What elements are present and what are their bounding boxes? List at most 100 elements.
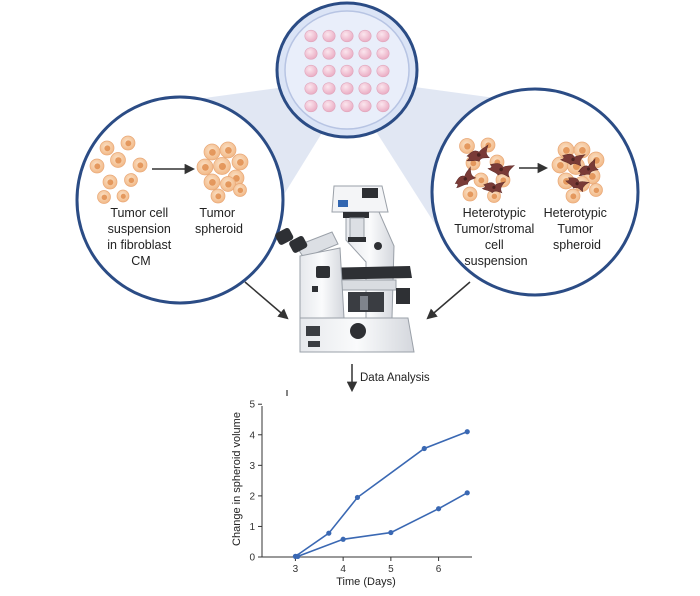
spheroid-cell-icon [203, 143, 221, 161]
well [340, 64, 354, 78]
y-axis-title: Change in spheroid volume [231, 412, 243, 546]
well [322, 64, 336, 78]
spheroid-cell-icon [196, 158, 214, 176]
x-tick-label: 3 [293, 564, 299, 575]
tumor-cell-icon [462, 186, 478, 202]
fibroblast-icon [577, 158, 599, 177]
well [340, 47, 354, 60]
microscope-icon [275, 185, 415, 353]
well [376, 29, 390, 43]
spheroid-cell-icon [233, 183, 247, 197]
right-panel: Heterotypic Tumor/stromal cell suspensio… [430, 87, 640, 297]
well [358, 99, 372, 113]
tumor-spheroid-icon [196, 141, 249, 204]
well [376, 64, 390, 78]
fibroblast-icon [481, 181, 506, 194]
data-point [326, 530, 332, 536]
well [358, 64, 372, 78]
well [304, 29, 318, 43]
spheroid-cell-icon [220, 176, 236, 192]
well [304, 47, 318, 60]
data-analysis-label: Data Analysis [360, 372, 430, 384]
tumor-cell-icon [459, 138, 475, 154]
well [376, 82, 390, 95]
tumor-cell-icon [120, 135, 136, 151]
well-plate-wells [304, 29, 390, 113]
heterotypic-cell-suspension-icon [454, 137, 515, 203]
y-tick-label: 3 [249, 461, 255, 472]
data-point [421, 445, 427, 452]
well [322, 82, 336, 95]
tumor-cell-icon [110, 152, 126, 168]
well [358, 29, 372, 43]
data-point [435, 506, 442, 512]
spheroid-cell-icon [203, 173, 221, 191]
fibroblast-icon [454, 166, 477, 189]
data-point [340, 536, 346, 542]
well [304, 99, 318, 113]
well [340, 29, 354, 43]
heterotypic-spheroid-icon [551, 141, 605, 204]
tumor-cell-icon [99, 140, 115, 156]
left-panel: Tumor cell suspension in fibroblast CM T… [75, 95, 285, 305]
series-line-2 [297, 492, 468, 558]
y-tick-label: 4 [249, 430, 255, 441]
tumor-cell-icon [89, 158, 105, 174]
y-axis-ticks: 0 1 2 3 4 5 [249, 400, 262, 564]
left-suspension-label: Tumor cell suspension in fibroblast CM [107, 206, 174, 268]
x-axis-ticks: 3 4 5 6 [293, 557, 442, 575]
y-tick-label: 0 [249, 553, 255, 564]
arrow-right-to-microscope [426, 281, 471, 320]
y-tick-label: 5 [249, 400, 255, 411]
spheroid-cell-icon [565, 188, 581, 204]
right-panel-circle [430, 87, 640, 297]
tumor-cell-icon [124, 173, 138, 187]
y-tick-label: 1 [249, 522, 255, 533]
fibroblast-icon [560, 153, 586, 167]
spheroid-cell-icon [231, 153, 249, 171]
spheroid-cell-icon [589, 183, 603, 197]
well [358, 82, 372, 95]
left-spheroid-label: Tumor spheroid [195, 206, 243, 236]
well [376, 47, 390, 60]
well [322, 29, 336, 43]
data-point [388, 529, 394, 536]
data-point [464, 490, 470, 496]
x-tick-label: 5 [388, 564, 394, 575]
tumor-cell-suspension-icon [89, 135, 148, 204]
well [340, 99, 354, 113]
x-axis-title: Time (Days) [336, 576, 395, 588]
well [340, 82, 354, 95]
fibroblast-icon [487, 163, 515, 178]
right-spheroid-label: Heterotypic Tumor spheroid [544, 206, 611, 252]
tumor-cell-icon [132, 157, 148, 173]
well [358, 47, 372, 60]
tumor-cell-icon [102, 174, 118, 190]
spheroid-volume-chart: 0 1 2 3 4 5 3 4 5 6 Time (Days) Change in sphero… [231, 390, 472, 588]
data-point [464, 429, 470, 435]
x-tick-label: 6 [436, 564, 442, 575]
well [304, 64, 318, 78]
spheroid-cell-icon [210, 188, 226, 204]
petri-dish [275, 1, 419, 139]
fibroblast-icon [466, 144, 490, 162]
y-tick-label: 2 [249, 491, 255, 502]
well [322, 99, 336, 113]
data-point [354, 494, 361, 501]
series-line-1 [294, 430, 468, 558]
well [376, 99, 390, 113]
well [304, 82, 318, 95]
tumor-cell-icon [97, 190, 111, 204]
spheroid-cell-icon [219, 141, 237, 159]
spheroid-cell-icon [213, 157, 231, 175]
data-point [295, 553, 301, 559]
chart-series [292, 429, 470, 559]
tumor-cell-icon [473, 172, 489, 188]
well [322, 47, 336, 60]
arrow-left-to-microscope [244, 281, 289, 320]
spheroid-cell-icon [573, 141, 591, 159]
fibroblast-icon [565, 177, 590, 193]
x-tick-label: 4 [340, 564, 346, 575]
tumor-cell-icon [116, 189, 130, 203]
